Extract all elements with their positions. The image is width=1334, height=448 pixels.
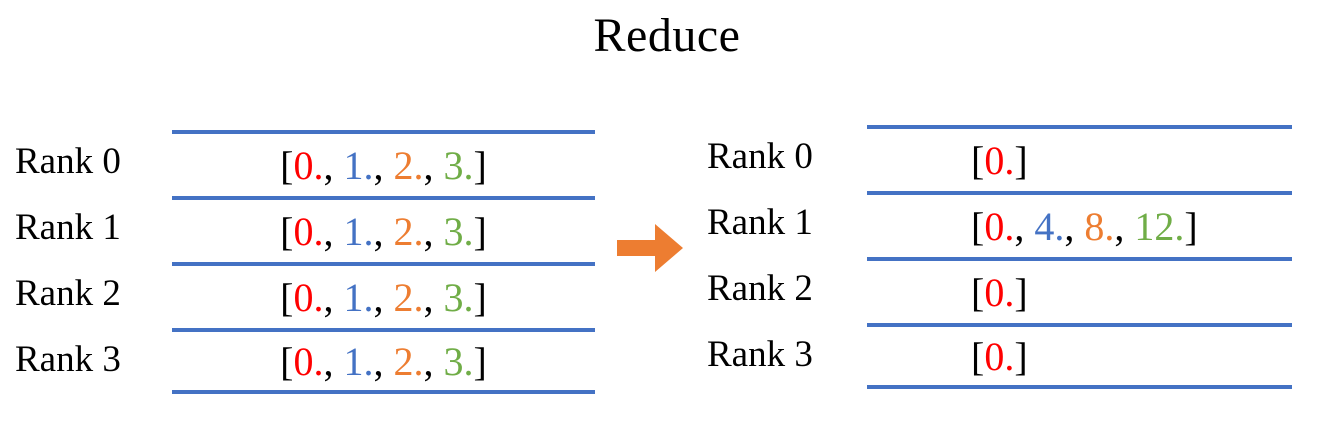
tensor-token: 4. [1034,203,1065,249]
tensor-token: , [323,338,344,384]
tensor-token: 3. [443,338,474,384]
tensor-token: , [323,142,344,188]
rank-label: Rank 2 [15,272,121,314]
tensor-cell: [0.] [867,125,1292,191]
rank-row: Rank 1 [0., 1., 2., 3.] [15,196,595,262]
reduce-arrow-icon [617,224,683,272]
tensor-token: [ [280,208,294,254]
tensor-token: ] [473,142,487,188]
tensor-token: ] [473,208,487,254]
tensor-token: 0. [984,203,1015,249]
tensor-token: [ [280,274,294,320]
tensor-token: , [423,142,444,188]
rank-label: Rank 3 [707,333,813,375]
tensor-token: , [1114,203,1135,249]
tensor-token: 2. [393,208,424,254]
tensor-token: , [1064,203,1085,249]
tensor-cell: [0., 4., 8., 12.] [867,191,1292,257]
tensor-token: , [423,208,444,254]
tensor-token: 0. [984,269,1015,315]
tensor-token: 3. [443,208,474,254]
tensor-cell: [0., 1., 2., 3.] [172,196,595,262]
tensor-token: 0. [293,142,324,188]
tensor-token: 0. [984,137,1015,183]
rank-label: Rank 0 [15,140,121,182]
tensor-token: 3. [443,142,474,188]
tensor-cell: [0.] [867,323,1292,389]
rank-row: Rank 0 [0.] [707,125,1292,191]
rank-row: Rank 3 [0.] [707,323,1292,389]
tensor-token: 2. [393,338,424,384]
tensor-token: 1. [343,208,374,254]
tensor-token: , [323,274,344,320]
tensor-token: 2. [393,274,424,320]
tensor-token: 0. [984,333,1015,379]
tensor-token: 8. [1084,203,1115,249]
tensor-token: ] [1184,203,1198,249]
tensor-token: ] [1014,269,1028,315]
tensor-token: 0. [293,208,324,254]
diagram-title: Reduce [593,9,741,62]
rank-label: Rank 1 [707,201,813,243]
tensor-token: ] [473,274,487,320]
tensor-token: [ [971,203,985,249]
tensor-token: 12. [1134,203,1185,249]
tensor-token: , [373,208,394,254]
tensor-token: , [1014,203,1035,249]
rank-label: Rank 3 [15,338,121,380]
rank-row: Rank 1 [0., 4., 8., 12.] [707,191,1292,257]
tensor-cell: [0., 1., 2., 3.] [172,130,595,196]
tensor-token: , [423,338,444,384]
tensor-token: ] [1014,333,1028,379]
tensor-cell: [0., 1., 2., 3.] [172,328,595,394]
tensor-cell: [0., 1., 2., 3.] [172,262,595,328]
tensor-token: [ [280,338,294,384]
tensor-token: [ [280,142,294,188]
tensor-token: 0. [293,274,324,320]
tensor-token: , [323,208,344,254]
tensor-token: 1. [343,338,374,384]
tensor-token: 1. [343,274,374,320]
tensor-token: , [373,274,394,320]
rank-label: Rank 0 [707,135,813,177]
rank-label: Rank 2 [707,267,813,309]
before-reduce-table: Rank 0 [0., 1., 2., 3.] Rank 1 [0., 1., 2.,… [15,130,595,394]
tensor-token: [ [971,333,985,379]
tensor-token: , [373,338,394,384]
rank-row: Rank 0 [0., 1., 2., 3.] [15,130,595,196]
tensor-token: ] [1014,137,1028,183]
rank-row: Rank 3 [0., 1., 2., 3.] [15,328,595,394]
tensor-token: , [423,274,444,320]
after-reduce-table: Rank 0 [0.] Rank 1 [0., 4., 8., 12.] Rank 2 [… [707,125,1292,389]
tensor-token: 1. [343,142,374,188]
rank-row: Rank 2 [0., 1., 2., 3.] [15,262,595,328]
tensor-cell: [0.] [867,257,1292,323]
tensor-token: , [373,142,394,188]
tensor-token: 3. [443,274,474,320]
tensor-token: 0. [293,338,324,384]
rank-label: Rank 1 [15,206,121,248]
tensor-token: ] [473,338,487,384]
tensor-token: [ [971,137,985,183]
rank-row: Rank 2 [0.] [707,257,1292,323]
tensor-token: [ [971,269,985,315]
tensor-token: 2. [393,142,424,188]
